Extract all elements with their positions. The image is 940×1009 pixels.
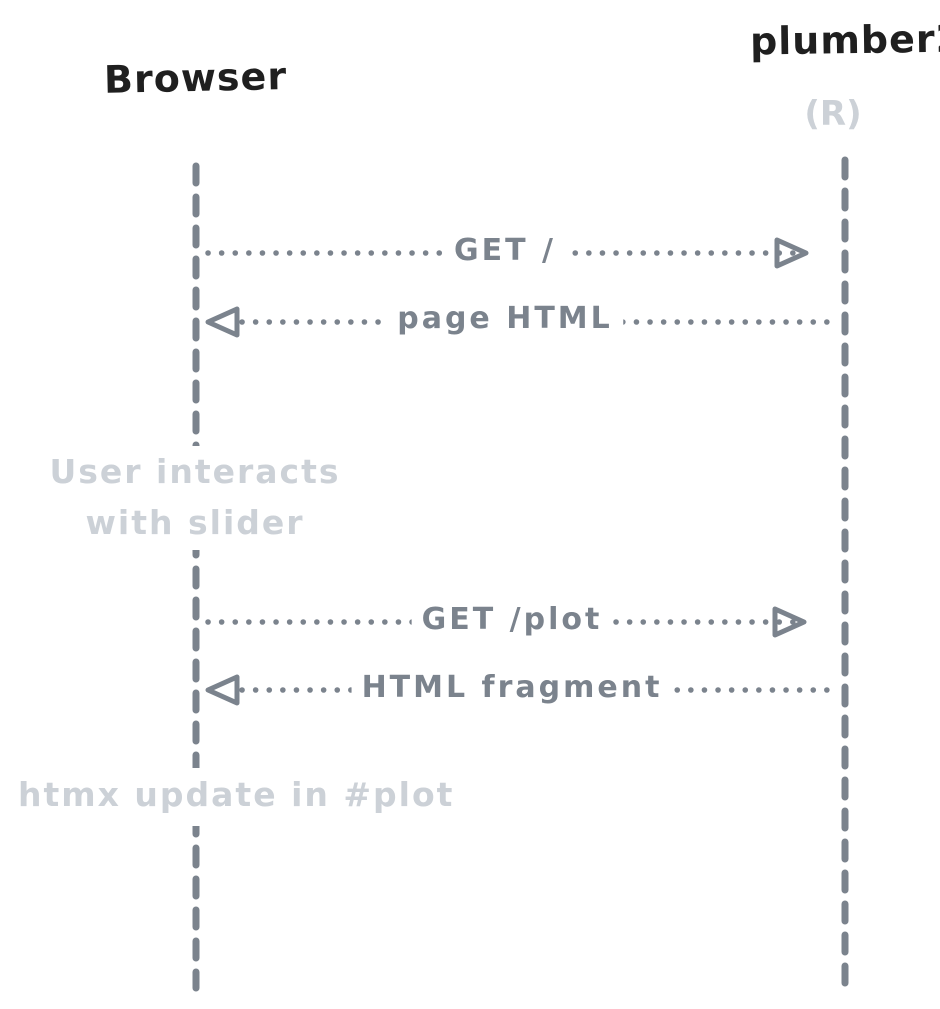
- actor-label-browser: Browser: [103, 54, 288, 102]
- annotation-user-interacts: User interacts with slider: [20, 446, 370, 550]
- annotation-htmx-update: htmx update in #plot: [6, 768, 458, 826]
- message-label-get-plot: GET /plot: [411, 601, 613, 639]
- actor-subtitle-r: (R): [804, 94, 862, 134]
- arrowhead-left-icon: [205, 674, 240, 706]
- arrowhead-right-icon: [774, 237, 809, 269]
- message-label-page-html: page HTML: [387, 300, 623, 338]
- actor-label-plumber2: plumber2: [749, 16, 940, 64]
- message-label-html-fragment: HTML fragment: [351, 669, 673, 707]
- message-label-get-root: GET /: [444, 232, 566, 270]
- arrowhead-right-icon: [772, 606, 807, 638]
- arrowhead-left-icon: [205, 306, 240, 338]
